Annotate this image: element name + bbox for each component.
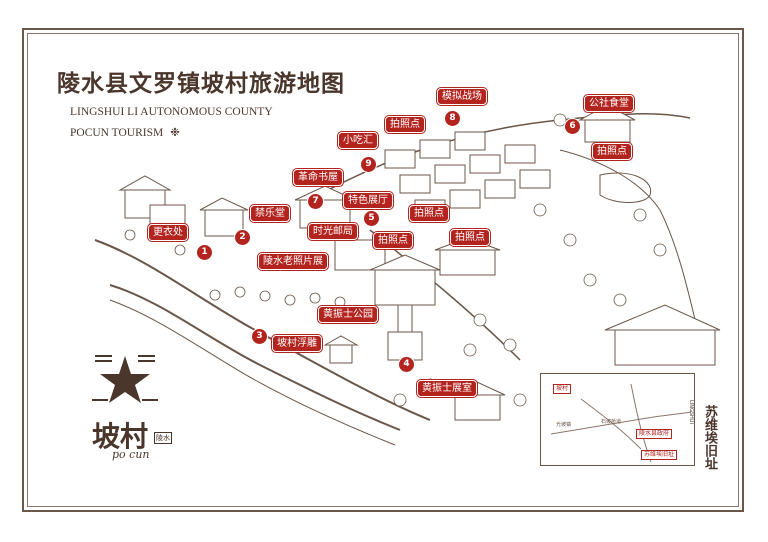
place-label-feature-hall[interactable]: 特色展厅: [342, 191, 394, 210]
pond: [599, 172, 652, 203]
place-label-time-post[interactable]: 时光邮局: [307, 222, 359, 241]
place-number-6[interactable]: 6: [564, 118, 581, 135]
place-number-3[interactable]: 3: [251, 328, 268, 345]
place-label-park[interactable]: 黄振士公园: [317, 305, 379, 324]
photo-spot-label[interactable]: 拍照点: [372, 231, 414, 250]
photo-spot-label[interactable]: 拍照点: [449, 228, 491, 247]
logo-brand-text: 坡村: [92, 420, 149, 453]
hill-contour: [559, 149, 701, 341]
river-path: [109, 284, 401, 431]
statue-monument: [387, 304, 423, 361]
place-label-relief[interactable]: 坡村浮雕: [271, 334, 323, 353]
place-number-4[interactable]: 4: [398, 356, 415, 373]
photo-spot-label[interactable]: 拍照点: [591, 142, 633, 161]
place-label-old-photos[interactable]: 陵水老照片展: [257, 252, 329, 271]
ornament-icon: ❉: [170, 127, 180, 139]
place-label-exhibition-room[interactable]: 黄振士展室: [416, 379, 478, 398]
soviet-site-en: LINGSHUI: [688, 400, 694, 424]
inset-label-county-gov: 陵水县政府: [636, 429, 673, 439]
location-inset-map: 坡村 陵水县政府 苏维埃旧址 光坡镇 石坡桥道: [540, 373, 695, 466]
place-number-2[interactable]: 2: [234, 229, 251, 246]
logo-small-seal: 陵水: [154, 432, 172, 444]
inset-road-2: 石坡桥道: [601, 419, 622, 425]
pocun-star-logo: [92, 355, 158, 403]
subtitle-line-1: LINGSHUI LI AUTONOMOUS COUNTY: [70, 106, 273, 118]
building-soviet-site: [604, 304, 721, 366]
photo-spot-label[interactable]: 拍照点: [408, 204, 450, 223]
map-outer-frame: [22, 28, 744, 512]
inset-road-1: 光坡镇: [556, 422, 572, 428]
place-number-8[interactable]: 8: [444, 110, 461, 127]
riverbank: [109, 299, 396, 446]
place-number-9[interactable]: 9: [360, 156, 377, 173]
place-label-bookhouse[interactable]: 革命书屋: [292, 168, 344, 187]
north-road: [299, 113, 691, 206]
place-number-7[interactable]: 7: [307, 193, 324, 210]
place-label-snack[interactable]: 小吃汇: [337, 131, 379, 150]
subtitle-line-2: POCUN TOURISM ❉: [70, 127, 180, 139]
place-number-5[interactable]: 5: [363, 210, 380, 227]
soviet-site-label: 苏维埃旧址: [702, 405, 717, 470]
inset-label-soviet: 苏维埃旧址: [641, 450, 678, 460]
inset-label-pocun: 坡村: [553, 384, 572, 394]
logo-pinyin: po cun: [112, 448, 150, 461]
place-label-changing-room[interactable]: 更衣处: [147, 223, 189, 242]
place-label-battlefield[interactable]: 模拟战场: [436, 87, 488, 106]
photo-spot-label[interactable]: 拍照点: [384, 115, 426, 134]
building-north-rows: [384, 131, 551, 276]
map-inner-frame: [27, 33, 739, 507]
pavilion: [323, 335, 359, 364]
place-number-1[interactable]: 1: [196, 244, 213, 261]
place-label-music-hall[interactable]: 禁乐堂: [249, 204, 291, 223]
building-canteen: [578, 104, 636, 143]
map-title: 陵水县文罗镇坡村旅游地图: [57, 70, 345, 97]
building-exhibition-room: [449, 381, 506, 421]
place-label-canteen[interactable]: 公社食堂: [583, 94, 635, 113]
